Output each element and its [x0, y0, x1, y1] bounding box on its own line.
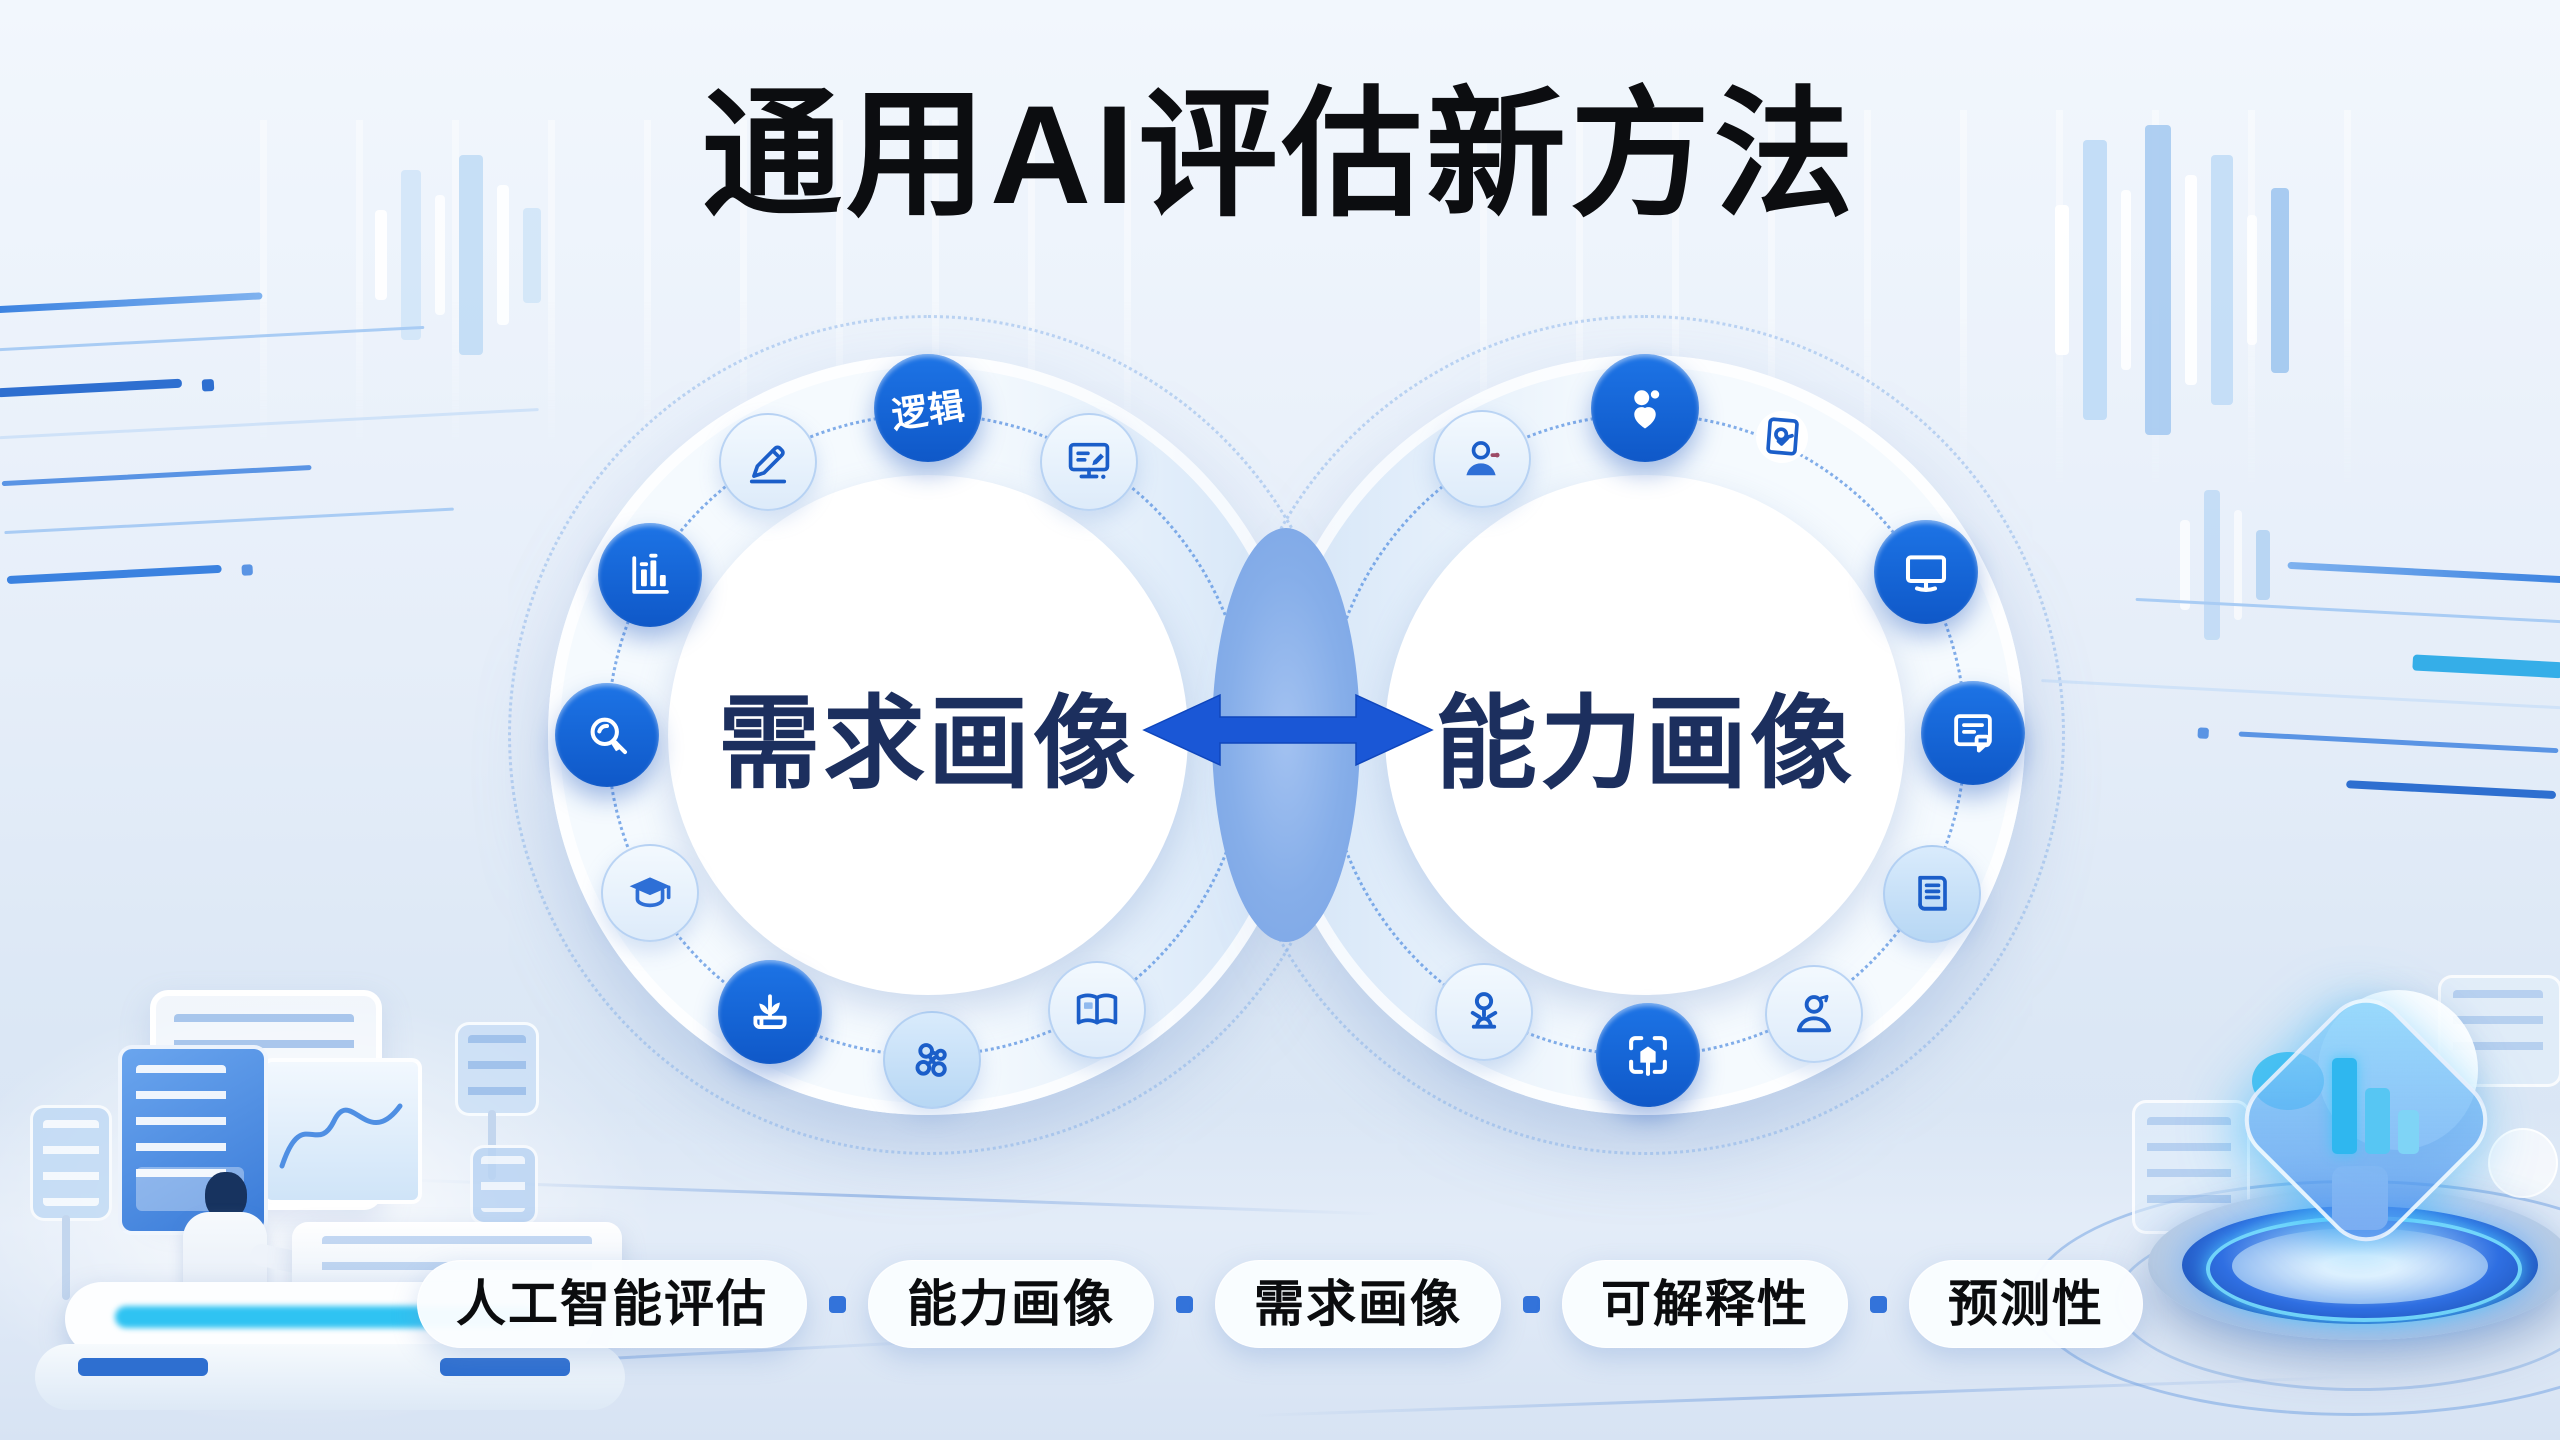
document-chat-icon	[1921, 681, 2025, 785]
bar-chart-icon	[598, 523, 702, 627]
workstation-illustration	[0, 950, 660, 1440]
monitor-icon	[1874, 520, 1978, 624]
logic-badge: 逻辑	[874, 354, 982, 462]
person-voice-icon	[1433, 410, 1531, 508]
chart-bar	[2398, 1110, 2419, 1154]
person-podium-icon	[1435, 963, 1533, 1061]
demand-circle-label: 需求画像	[718, 686, 1138, 801]
open-book-icon	[1048, 961, 1146, 1059]
floating-sign	[470, 1145, 538, 1225]
tag-pill-demand-profile: 需求画像	[1215, 1260, 1501, 1348]
platform-blue-strip	[440, 1358, 570, 1376]
tag-pill-predictability: 预测性	[1909, 1260, 2143, 1348]
target-frame-icon	[1596, 1003, 1700, 1107]
tag-separator-dot	[1870, 1295, 1887, 1313]
person-icon	[1765, 965, 1863, 1063]
floating-sign	[455, 1022, 539, 1116]
demand-circle-inner	[668, 475, 1188, 995]
people-heart-icon	[1591, 354, 1699, 462]
tag-separator-dot	[829, 1295, 846, 1313]
sign-pole	[62, 1215, 70, 1300]
blue-data-screen	[118, 1045, 268, 1235]
book-lines-icon	[1883, 845, 1981, 943]
chart-bar	[2332, 1058, 2357, 1154]
tag-pill-interpretability: 可解释性	[1562, 1260, 1848, 1348]
glass-bubble	[2488, 1128, 2558, 1198]
graduation-cap-icon	[601, 844, 699, 942]
capability-profile-circle: 能力画像	[1225, 315, 2065, 1155]
certificate-check-icon	[1756, 411, 1808, 463]
monitor-edit-icon	[1040, 413, 1138, 511]
keyword-tags-row: 人工智能评估 能力画像 需求画像 可解释性 预测性	[417, 1260, 2143, 1348]
tag-pill-capability-profile: 能力画像	[868, 1260, 1154, 1348]
equalizer-bars-top-left	[375, 150, 541, 360]
writing-tool-icon	[719, 413, 817, 511]
equalizer-bars-top-right	[2055, 120, 2289, 440]
book-sprout-icon	[718, 960, 822, 1064]
tag-pill-ai-evaluation: 人工智能评估	[417, 1260, 807, 1348]
molecule-icon	[883, 1011, 981, 1109]
page-title: 通用AI评估新方法	[701, 76, 1858, 233]
tag-separator-dot	[1176, 1295, 1193, 1313]
floating-sign	[30, 1105, 112, 1221]
podium-illustration	[2020, 960, 2560, 1440]
chart-screen	[262, 1058, 422, 1204]
search-icon	[555, 683, 659, 787]
platform-base	[35, 1344, 625, 1410]
capability-circle-inner	[1385, 475, 1905, 995]
floating-card	[2132, 1100, 2250, 1234]
platform-blue-strip	[78, 1358, 208, 1376]
capability-circle-label: 能力画像	[1435, 686, 1855, 801]
double-arrow-icon	[1142, 693, 1434, 767]
logic-badge-label: 逻辑	[888, 385, 968, 436]
tag-separator-dot	[1523, 1295, 1540, 1313]
circuit-lines-left	[0, 264, 628, 616]
chart-bar	[2365, 1088, 2390, 1154]
